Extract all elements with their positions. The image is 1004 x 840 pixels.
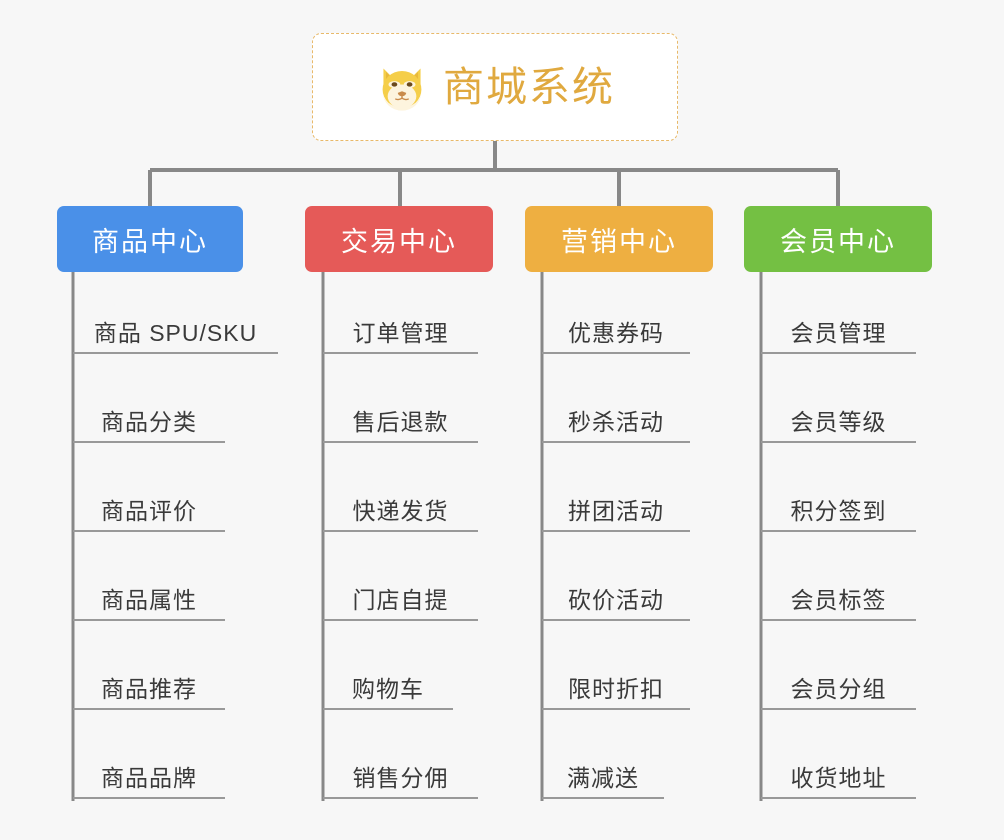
leaf-item[interactable]: 拼团活动 [542, 488, 690, 532]
root-node[interactable]: 商城系统 [312, 33, 678, 141]
category-box-3[interactable]: 营销中心 [525, 206, 713, 272]
category-box-4[interactable]: 会员中心 [744, 206, 932, 272]
leaf-item[interactable]: 会员标签 [761, 577, 916, 621]
leaf-item[interactable]: 门店自提 [323, 577, 478, 621]
leaf-item[interactable]: 商品推荐 [73, 666, 225, 710]
leaf-item[interactable]: 商品 SPU/SKU [73, 310, 278, 354]
leaf-item[interactable]: 会员分组 [761, 666, 916, 710]
leaf-item[interactable]: 砍价活动 [542, 577, 690, 621]
leaf-item[interactable]: 订单管理 [323, 310, 478, 354]
leaf-item[interactable]: 商品属性 [73, 577, 225, 621]
root-title: 商城系统 [443, 63, 615, 110]
leaf-item[interactable]: 会员等级 [761, 399, 916, 443]
leaf-item[interactable]: 快递发货 [323, 488, 478, 532]
leaf-item[interactable]: 销售分佣 [323, 755, 478, 799]
leaf-item[interactable]: 售后退款 [323, 399, 478, 443]
leaf-item[interactable]: 购物车 [323, 666, 453, 710]
leaf-item[interactable]: 商品评价 [73, 488, 225, 532]
leaf-item[interactable]: 秒杀活动 [542, 399, 690, 443]
leaf-item[interactable]: 满减送 [542, 755, 664, 799]
leaf-item[interactable]: 会员管理 [761, 310, 916, 354]
leaf-item[interactable]: 收货地址 [761, 755, 916, 799]
category-box-1[interactable]: 商品中心 [57, 206, 243, 272]
leaf-item[interactable]: 限时折扣 [542, 666, 690, 710]
category-box-2[interactable]: 交易中心 [305, 206, 493, 272]
leaf-item[interactable]: 商品分类 [73, 399, 225, 443]
shiba-dog-face-icon [382, 68, 422, 111]
leaf-item[interactable]: 优惠券码 [542, 310, 690, 354]
leaf-item[interactable]: 积分签到 [761, 488, 916, 532]
leaf-item[interactable]: 商品品牌 [73, 755, 225, 799]
